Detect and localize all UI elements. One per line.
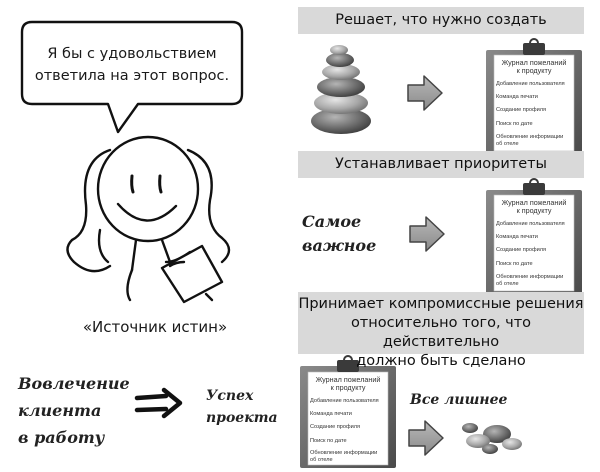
clipboard-item: Команда печати (496, 233, 538, 240)
clipboard-content: Журнал пожеланий к продукту Добавление п… (310, 375, 386, 463)
clipboard-item: Обновление информации (496, 274, 564, 281)
banner-tradeoffs-line-3: должно быть сделано (356, 353, 526, 369)
clipboard-title-line-1: Журнал пожеланий (501, 198, 567, 207)
clipboard-item: Поиск по дате (496, 260, 533, 267)
clipboard-title-line-2: к продукту (330, 383, 366, 393)
everything-extra-label: Все лишнее (410, 392, 508, 408)
character-face (96, 135, 200, 243)
double-arrow-icon (134, 387, 183, 419)
speech-bubble (20, 20, 244, 134)
customer-involvement-label: Вовлечение клиента в работу (18, 370, 130, 451)
banner-tradeoffs: Принимает компромиссные решения относите… (298, 292, 584, 369)
character-caption: «Источник истин» (82, 318, 228, 336)
stone-stack (311, 45, 371, 134)
clipboard-item: Создание профиля (310, 424, 361, 431)
clipboard-item: Создание профиля (496, 247, 547, 254)
clipboard-title-line-1: Журнал пожеланий (315, 375, 381, 384)
clipboard-item: Поиск по дате (310, 437, 347, 444)
banner-priorities: Устанавливает приоритеты (298, 151, 584, 178)
clipboard-item: Команда печати (496, 93, 538, 100)
arrow-icon (407, 75, 443, 111)
most-important-line-1: Самое (302, 212, 362, 231)
clipboard-item: Обновление информации (496, 134, 564, 141)
most-important-label: Самое важное (302, 210, 376, 258)
customer-involvement-line-1: Вовлечение (18, 374, 130, 393)
double-arrow-text: => (140, 398, 142, 399)
clipboard-item: Обновление информации (310, 450, 378, 457)
clipboard-title-line-2: к продукту (516, 66, 552, 76)
clipboard-content: Журнал пожеланий к продукту Добавление п… (496, 58, 572, 147)
clipboard-item: об отеле (496, 140, 519, 147)
clipboard-item: об отеле (310, 456, 333, 463)
character-drawing (66, 135, 231, 304)
clipboard-item: Добавление пользователя (496, 220, 565, 227)
clipboard-icon (300, 355, 396, 468)
most-important-line-2: важное (302, 236, 377, 255)
clipboard-title-line-2: к продукту (516, 206, 552, 216)
clipboard-content: Журнал пожеланий к продукту Добавление п… (496, 198, 572, 287)
clipboard-item: Добавление пользователя (496, 80, 565, 87)
clipboard-item: Поиск по дате (496, 120, 533, 127)
banner-tradeoffs-line-2: относительно того, что действительно (350, 315, 532, 350)
folder-icon (160, 244, 224, 304)
project-success-line-1: Успех (206, 388, 254, 404)
arrow-icon (409, 216, 445, 252)
arrow-icon (408, 420, 444, 456)
clipboard-icon (486, 178, 582, 295)
clipboard-item: Команда печати (310, 410, 352, 417)
customer-involvement-line-3: в работу (18, 428, 105, 447)
project-success-label: Успех проекта (206, 385, 278, 429)
scattered-stones (462, 423, 522, 454)
banner-tradeoffs-line-1: Принимает компромиссные решения (298, 296, 584, 312)
speech-bubble-text: Я бы с удовольствием ответила на этот во… (22, 43, 242, 88)
clipboard-item: Создание профиля (496, 107, 547, 114)
clipboard-item: Добавление пользователя (310, 397, 379, 404)
clipboard-item: об отеле (496, 280, 519, 287)
speech-line-2: ответила на этот вопрос. (34, 68, 230, 85)
project-success-line-2: проекта (206, 410, 278, 426)
customer-involvement-line-2: клиента (18, 401, 102, 420)
banner-decides: Решает, что нужно создать (298, 7, 584, 34)
clipboard-title-line-1: Журнал пожеланий (501, 58, 567, 67)
speech-line-1: Я бы с удовольствием (47, 46, 217, 62)
